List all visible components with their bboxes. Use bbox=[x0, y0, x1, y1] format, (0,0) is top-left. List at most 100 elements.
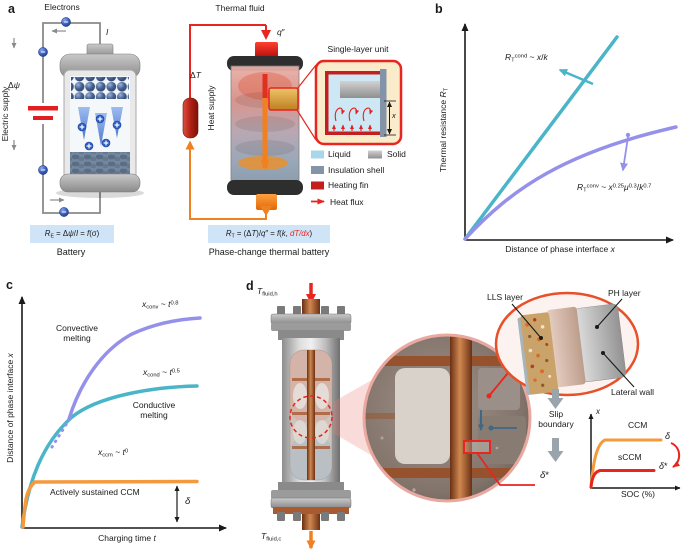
outlet-arrow bbox=[260, 206, 272, 216]
battery-cylinder bbox=[56, 43, 144, 198]
soc-delta-star-label: δ* bbox=[659, 461, 668, 471]
electron-icon bbox=[58, 206, 70, 218]
panel-a-thermal-battery bbox=[182, 24, 403, 220]
lls-pointer-line bbox=[511, 303, 542, 339]
liquid-swatch bbox=[311, 150, 324, 159]
conv-pointer-dot bbox=[625, 132, 631, 138]
electron-icon bbox=[60, 16, 72, 28]
heat-flux-circulation-arrows bbox=[332, 107, 374, 131]
ph-layer-plate bbox=[546, 306, 586, 388]
panel-letter-a: a bbox=[8, 2, 15, 16]
bottom-pipe bbox=[302, 514, 320, 530]
flow-down-arrow-1 bbox=[547, 389, 564, 409]
slip-boundary-label: Slip boundary bbox=[538, 409, 574, 430]
top-flange bbox=[270, 313, 352, 325]
convective-melting-label: Convective melting bbox=[55, 323, 99, 344]
conductive-melting-label: Conductive melting bbox=[132, 400, 176, 421]
cond-law-label: RTcond ~ x/k bbox=[505, 52, 548, 64]
soc-delta-label: δ bbox=[665, 431, 671, 441]
plus-ion-icon bbox=[77, 122, 87, 132]
panel-c-graph bbox=[18, 296, 227, 532]
convective-melting-curve bbox=[67, 316, 202, 421]
conv-scaling-label: xconv ~ t0.8 bbox=[142, 299, 179, 311]
delta-reduction-arrow bbox=[670, 442, 681, 468]
delta-T-label: ΔT bbox=[190, 70, 201, 80]
inset-connector-line bbox=[296, 109, 317, 141]
conduction-line bbox=[463, 35, 619, 241]
b-y-axis-label: Thermal resistance RT bbox=[437, 87, 450, 173]
copper-tube-photo bbox=[450, 335, 472, 501]
electrode-sediment-layer bbox=[70, 152, 130, 178]
conv-law-label: RTconv ~ x0.25μ0.3/k0.7 bbox=[577, 182, 652, 194]
inset-connector-line bbox=[296, 64, 317, 90]
legend-insulation: Insulation shell bbox=[328, 165, 385, 175]
panel-d-device bbox=[270, 283, 681, 550]
solid-swatch bbox=[368, 150, 382, 159]
plus-ion-icon bbox=[84, 141, 94, 151]
lls-layer-plate bbox=[520, 312, 559, 395]
heat-supply-label: Heat supply bbox=[205, 85, 216, 131]
b-x-axis-label: Distance of phase interface x bbox=[505, 244, 615, 254]
heating-fin-swatch bbox=[311, 181, 324, 190]
zoom-region-dashed-circle bbox=[289, 395, 333, 439]
thermal-caption: Phase-change thermal battery bbox=[208, 247, 330, 257]
thermal-equation-box: RT = (ΔT)/q″ = f(k, dT/dx) bbox=[208, 225, 330, 243]
soc-y-label: x bbox=[596, 407, 600, 416]
cond-pointer-arrow bbox=[558, 68, 594, 86]
wall-pointer-line bbox=[602, 352, 635, 388]
insulation-shell-strip bbox=[380, 69, 387, 137]
hot-inlet-port bbox=[255, 42, 278, 59]
hot-fluid-pipe bbox=[189, 24, 266, 100]
legend-heating-fin: Heating fin bbox=[328, 180, 369, 190]
liquid-film-highlight-box bbox=[463, 440, 491, 454]
lls-speckles bbox=[525, 318, 552, 387]
charged-ion-spheres bbox=[71, 77, 129, 99]
ccm-curve bbox=[21, 479, 199, 529]
highlighted-single-layer-cell bbox=[268, 87, 299, 111]
panel-letter-c: c bbox=[6, 278, 13, 292]
pcm-block bbox=[395, 368, 450, 464]
insulation-swatch bbox=[311, 166, 324, 174]
power-supply-short-plate bbox=[33, 116, 53, 120]
active-ccm-label: Actively sustained CCM bbox=[50, 487, 140, 497]
panel-letter-b: b bbox=[435, 2, 443, 16]
c-x-axis-label: Charging time t bbox=[98, 533, 156, 543]
heating-fin-bottom bbox=[325, 131, 380, 135]
top-pipe bbox=[302, 299, 320, 317]
ccm-curve bbox=[589, 438, 663, 489]
heat-flux-q-label: q″ bbox=[277, 27, 285, 37]
bottom-flange bbox=[270, 497, 352, 509]
delta-star-label: δ* bbox=[540, 470, 549, 481]
solid-block bbox=[340, 81, 380, 98]
electron-icon bbox=[37, 46, 49, 58]
single-layer-unit-inset bbox=[314, 59, 403, 146]
battery-caption: Battery bbox=[56, 247, 86, 257]
legend-heat-flux: Heat flux bbox=[330, 196, 364, 207]
legend-solid: Solid bbox=[387, 149, 406, 159]
heating-fin-top bbox=[325, 71, 380, 75]
c-y-axis-label: Distance of phase interface x bbox=[4, 353, 15, 463]
convective-curve-dotted bbox=[50, 418, 71, 449]
battery-equation: RE = Δψ/I = f(σ) bbox=[44, 228, 100, 240]
power-supply-long-plate bbox=[28, 106, 58, 111]
ph-pointer-line bbox=[596, 298, 623, 328]
t-fluid-hot-label: Tfluid,h bbox=[257, 286, 278, 298]
soc-sccm-label: sCCM bbox=[618, 452, 642, 462]
panel-letter-d: d bbox=[246, 279, 254, 293]
battery-equation-box: RE = Δψ/I = f(σ) bbox=[30, 225, 114, 243]
panel-b-graph bbox=[461, 23, 678, 244]
current-label: I bbox=[106, 27, 109, 37]
panel-a-battery-circuit bbox=[11, 16, 144, 218]
plus-ion-icon bbox=[112, 120, 122, 130]
legend-liquid: Liquid bbox=[328, 149, 351, 159]
soc-mini-graph bbox=[588, 413, 681, 491]
t-fluid-cold-label: Tfluid,c bbox=[261, 531, 282, 543]
soc-ccm-label: CCM bbox=[628, 420, 648, 430]
heating-fin-left bbox=[325, 71, 329, 135]
x-dimension-label: x bbox=[392, 111, 396, 120]
electric-supply-label: Electric supply bbox=[0, 86, 10, 142]
single-layer-unit-label: Single-layer unit bbox=[327, 44, 389, 54]
delta-psi-label: Δψ bbox=[8, 80, 20, 90]
